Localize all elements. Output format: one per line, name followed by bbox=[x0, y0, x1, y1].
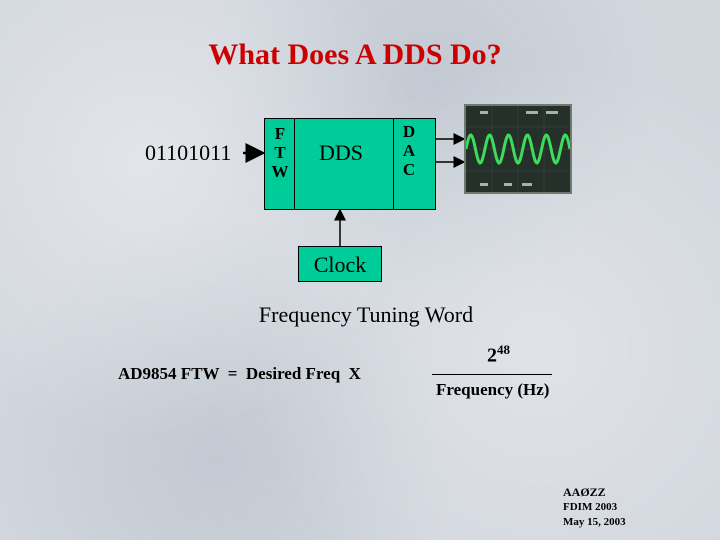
ftw-divider bbox=[294, 119, 295, 209]
dds-label: DDS bbox=[319, 140, 364, 165]
input-bits: 01101011 bbox=[145, 140, 232, 165]
credits-event: FDIM 2003 bbox=[563, 501, 618, 513]
credits: AAØZZ FDIM 2003 May 15, 2003 bbox=[563, 484, 626, 530]
dac-divider bbox=[393, 119, 394, 209]
scope-trace bbox=[466, 133, 570, 165]
formula-numerator: 248 bbox=[487, 342, 510, 367]
dac-label: D A C bbox=[402, 122, 416, 179]
clock-label: Clock bbox=[313, 252, 367, 277]
oscilloscope-image bbox=[464, 104, 572, 194]
credits-callsign: AAØZZ bbox=[563, 485, 606, 499]
ftw-label: F T W bbox=[271, 124, 289, 181]
credits-date: May 15, 2003 bbox=[563, 516, 626, 528]
dds-block: F T W D A C bbox=[264, 118, 436, 210]
clock-block: Clock bbox=[298, 246, 382, 282]
section-title: Frequency Tuning Word bbox=[258, 302, 474, 327]
fraction-bar bbox=[432, 374, 552, 375]
formula-denominator: Frequency (Hz) bbox=[436, 380, 550, 399]
slide-title: What Does A DDS Do? bbox=[208, 38, 502, 71]
formula-lhs: AD9854 FTW = Desired Freq X bbox=[118, 364, 361, 383]
